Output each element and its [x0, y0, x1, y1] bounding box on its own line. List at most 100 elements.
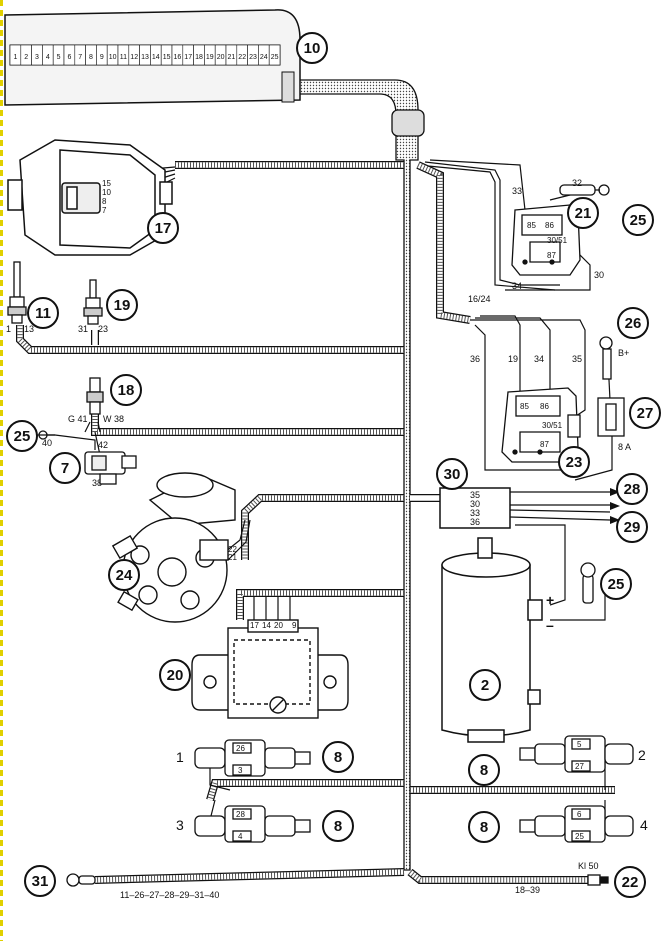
relay23-pin-86: 86 — [540, 402, 549, 411]
inj3-pin-4: 4 — [238, 832, 243, 841]
fuse-27 — [597, 397, 625, 437]
terminal-cell-label: 19 — [206, 54, 214, 61]
svg-text:8: 8 — [480, 819, 488, 836]
label-22: 22 — [228, 545, 237, 554]
relay21-pin-3051: 30/51 — [547, 236, 568, 245]
box30-pin-label: 36 — [470, 517, 480, 527]
relay-23 — [501, 387, 581, 463]
callout-8a: 8 — [322, 741, 354, 773]
terminal-cell-label: 8 — [89, 54, 93, 61]
terminal-cell-label: 12 — [130, 54, 138, 61]
label-35: 35 — [572, 354, 582, 364]
callout-8b: 8 — [322, 810, 354, 842]
relay23-pin-85: 85 — [520, 402, 529, 411]
callout-7: 7 — [49, 452, 81, 484]
injectors — [194, 735, 634, 843]
svg-text:27: 27 — [637, 405, 654, 422]
svg-text:8: 8 — [480, 762, 488, 779]
ecu-pin-8: 8 — [102, 197, 107, 206]
box30-pin-label: 30 — [470, 499, 480, 509]
box30-pin-label: 33 — [470, 508, 480, 518]
label-33: 33 — [512, 186, 522, 196]
terminal-cell — [268, 44, 281, 66]
label-40: 40 — [42, 438, 52, 448]
injector-1 — [194, 739, 311, 777]
label-18-39: 18–39 — [515, 885, 540, 895]
callout-23: 23 — [558, 446, 590, 478]
terminal-cell-label: 1 — [13, 54, 17, 61]
callout-19: 19 — [106, 289, 138, 321]
callout-27: 27 — [629, 397, 661, 429]
switch-20 — [191, 619, 349, 719]
label-17: 17 — [250, 621, 259, 630]
terminal-cell-label: 9 — [100, 54, 104, 61]
label-8a: 8 A — [618, 442, 631, 452]
label-21: 21 — [228, 553, 237, 562]
label-13: 13 — [24, 324, 34, 334]
relay23-pin-3051: 30/51 — [542, 421, 563, 430]
coil-plus: + — [546, 592, 554, 608]
output-arrows — [610, 488, 620, 524]
terminal-cell-label: 17 — [184, 54, 192, 61]
callout-29: 29 — [616, 511, 648, 543]
label-34b: 34 — [534, 354, 544, 364]
callout-2: 2 — [469, 669, 501, 701]
callout-20: 20 — [159, 659, 191, 691]
svg-text:7: 7 — [61, 460, 69, 477]
terminal-cell-label: 6 — [67, 54, 71, 61]
svg-text:25: 25 — [14, 428, 31, 445]
callout-8d: 8 — [468, 811, 500, 843]
ring-terminal-25c — [580, 562, 596, 604]
label-w38: W 38 — [103, 414, 124, 424]
terminal-cell-label: 21 — [228, 54, 236, 61]
distributor-24 — [111, 472, 236, 623]
callout-18: 18 — [110, 374, 142, 406]
terminal-cell-label: 14 — [152, 54, 160, 61]
sensor-11 — [7, 261, 27, 324]
label-32: 32 — [572, 178, 582, 188]
callout-28: 28 — [616, 473, 648, 505]
svg-text:21: 21 — [575, 205, 592, 222]
callout-21: 21 — [567, 197, 599, 229]
terminal-cell-label: 25 — [271, 54, 279, 61]
terminal-cell-label: 16 — [174, 54, 182, 61]
svg-text:24: 24 — [116, 567, 133, 584]
control-unit-17 — [7, 139, 173, 256]
terminal-cell-label: 18 — [195, 54, 203, 61]
relay21-pin-87: 87 — [547, 251, 556, 260]
callout-11: 11 — [27, 297, 59, 329]
thin-wires — [14, 79, 613, 823]
sensor-19 — [83, 279, 103, 325]
svg-text:8: 8 — [334, 818, 342, 835]
grommet — [391, 109, 425, 137]
terminal-cell-label: 22 — [238, 54, 246, 61]
left-edge-marker — [0, 0, 3, 941]
terminal-cell-label: 11 — [120, 54, 127, 61]
svg-text:23: 23 — [566, 454, 583, 471]
label-31: 31 — [78, 324, 88, 334]
svg-text:17: 17 — [155, 220, 172, 237]
svg-text:31: 31 — [32, 873, 49, 890]
relay21-pin-86: 86 — [545, 221, 554, 230]
label-34: 34 — [512, 281, 522, 291]
terminal-cell-label: 5 — [57, 54, 61, 61]
label-23: 23 — [98, 324, 108, 334]
sensor-18 — [86, 377, 104, 415]
coil-minus: – — [546, 617, 554, 633]
callout-8c: 8 — [468, 754, 500, 786]
label-g41: G 41 — [68, 414, 88, 424]
callout-25b: 25 — [622, 204, 654, 236]
inj3-pin-28: 28 — [236, 810, 245, 819]
svg-text:25: 25 — [630, 212, 647, 229]
label-36: 36 — [470, 354, 480, 364]
ring-terminal-25b — [559, 184, 610, 196]
injector-num-3: 3 — [176, 817, 184, 833]
injector-2 — [519, 735, 634, 773]
terminal-cell-label: 4 — [46, 54, 50, 61]
svg-text:18: 18 — [118, 382, 135, 399]
ring-terminal-31 — [66, 873, 96, 887]
inj1-pin-26: 26 — [236, 744, 245, 753]
